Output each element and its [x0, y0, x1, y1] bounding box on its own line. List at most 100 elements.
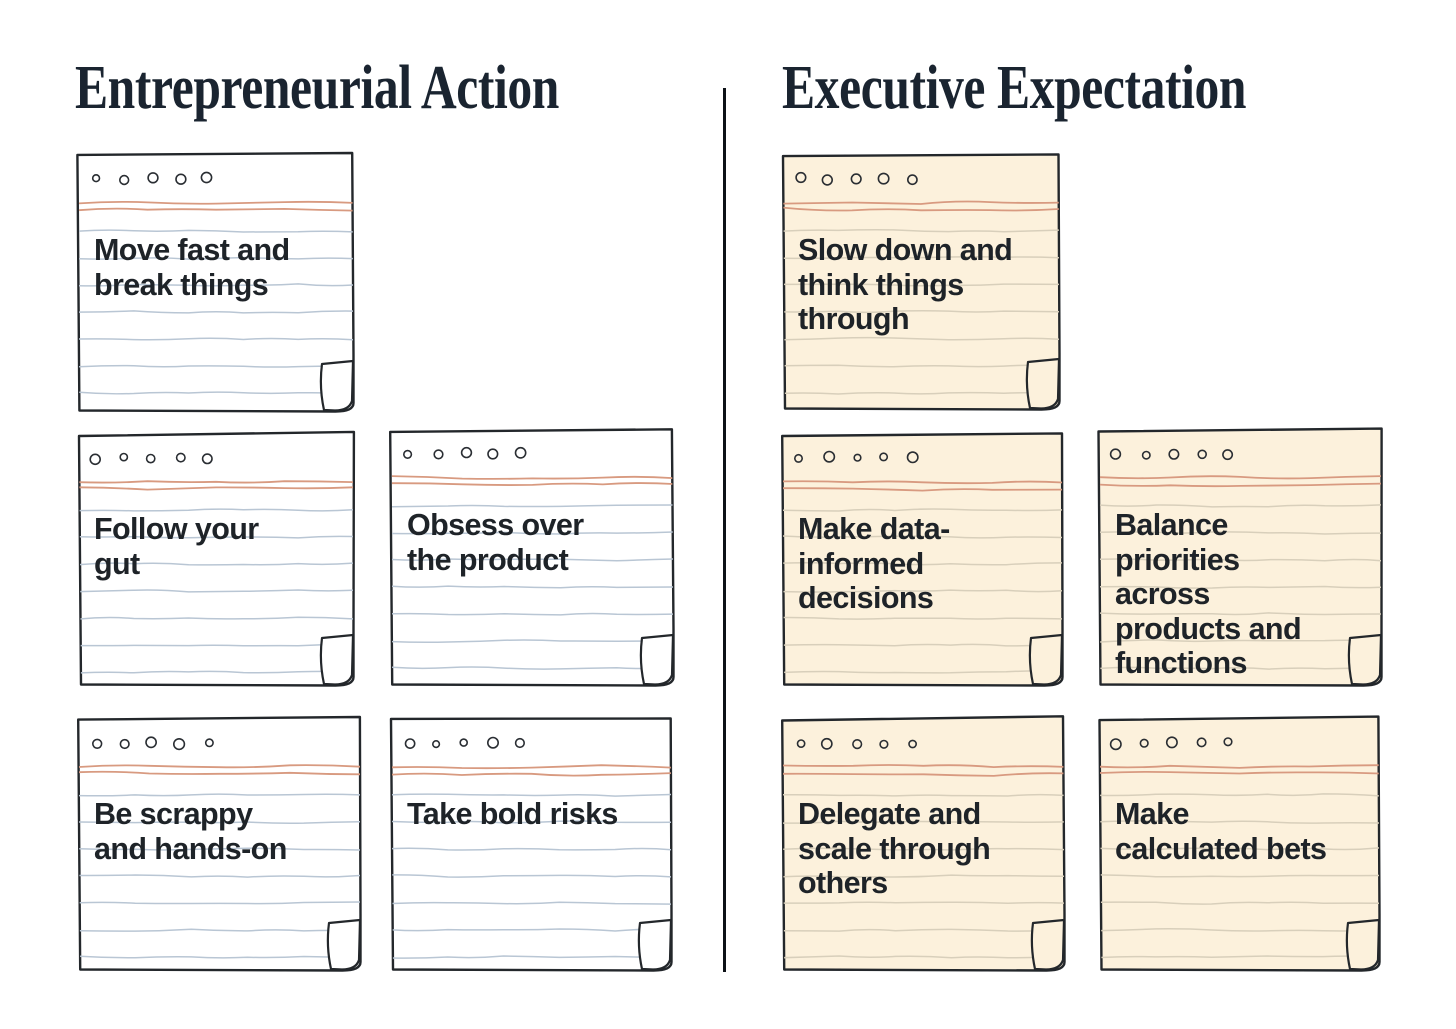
margin-rule-line [78, 207, 354, 212]
ruled-line [78, 364, 354, 368]
page-title-executive-expectation: Executive Expectation [782, 54, 1247, 122]
note-card[interactable]: Be scrappy and hands-on [77, 715, 362, 972]
note-card[interactable]: Slow down and think things through [781, 153, 1061, 411]
note-card[interactable]: Make calculated bets [1098, 715, 1381, 972]
ruled-line [78, 229, 354, 233]
folded-corner-icon [319, 633, 355, 686]
margin-rule-line [783, 200, 1060, 205]
ruled-line [78, 283, 354, 287]
ruled-line [782, 928, 1065, 932]
punch-hole-icon [1165, 736, 1178, 749]
margin-rule-line [78, 770, 361, 776]
folded-corner-icon [1028, 633, 1064, 686]
note-text: Slow down and think things through [798, 233, 1013, 336]
ruled-line [78, 874, 361, 878]
margin-rule-line [1099, 764, 1380, 769]
margin-rule-line [782, 764, 1065, 769]
ruled-line [782, 670, 1063, 674]
punch-hole-icon [906, 451, 919, 464]
folded-corner-icon [319, 359, 355, 412]
punch-hole-icon [1223, 737, 1233, 747]
ruled-line [1099, 531, 1382, 535]
note-text: Take bold risks [407, 797, 618, 831]
ruled-line [391, 585, 674, 589]
ruled-line [79, 670, 354, 674]
punch-hole-icon [1139, 738, 1149, 748]
margin-rule-line [391, 482, 674, 486]
punch-hole-icon [879, 739, 889, 749]
ruled-line [1099, 558, 1382, 562]
column-divider [723, 88, 726, 972]
ruled-line [782, 508, 1063, 512]
note-card[interactable]: Follow your gut [77, 430, 356, 687]
ruled-line [783, 364, 1060, 368]
folded-corner-icon [639, 633, 675, 686]
folded-corner-icon [1030, 918, 1066, 971]
ruled-line [783, 310, 1060, 314]
punch-hole-icon [119, 738, 130, 750]
ruled-line [391, 955, 672, 959]
punch-hole-icon [1168, 448, 1180, 460]
ruled-line [391, 558, 674, 562]
note-card[interactable]: Delegate and scale through others [781, 715, 1066, 972]
punch-hole-icon [145, 736, 157, 749]
folded-corner-icon [1025, 357, 1061, 410]
note-paper-graphic [781, 432, 1064, 687]
ruled-line [391, 901, 672, 905]
ruled-line [1099, 874, 1380, 878]
punch-hole-icon [877, 172, 890, 185]
folded-corner-icon [637, 918, 673, 971]
margin-rule-line [79, 486, 354, 491]
ruled-line [391, 820, 672, 824]
punch-hole-icon [908, 739, 917, 749]
note-card[interactable]: Balance priorities across products and f… [1097, 427, 1383, 687]
ruled-line [1099, 793, 1380, 797]
margin-rule-line [783, 206, 1060, 212]
margin-rule-line [78, 200, 354, 205]
ruled-line [783, 336, 1060, 341]
punch-hole-icon [850, 173, 862, 185]
ruled-line [79, 508, 354, 512]
note-card[interactable]: Move fast and break things [76, 151, 355, 413]
margin-rule-line [782, 772, 1065, 777]
punch-hole-icon [118, 174, 130, 186]
note-paper-graphic [781, 153, 1061, 411]
note-paper-graphic [1098, 715, 1381, 972]
punch-hole-icon [92, 738, 103, 749]
ruled-line [78, 310, 354, 314]
ruled-line [79, 535, 354, 539]
ruled-line [1099, 820, 1380, 824]
note-paper-graphic [77, 715, 362, 972]
margin-rule-line [782, 480, 1063, 485]
margin-rule-line [391, 764, 672, 770]
punch-hole-icon [431, 740, 441, 749]
folded-corner-icon [326, 918, 362, 971]
punch-hole-icon [820, 737, 833, 750]
note-card[interactable]: Take bold risks [389, 717, 673, 972]
note-paper-graphic [781, 715, 1066, 972]
ruled-line [79, 643, 354, 647]
note-card[interactable]: Obsess over the product [389, 428, 675, 687]
ruled-line [391, 504, 674, 508]
note-paper-graphic [76, 151, 355, 413]
folded-corner-icon [1345, 918, 1381, 971]
punch-hole-icon [460, 446, 473, 459]
ruled-line [391, 793, 672, 797]
ruled-line [391, 847, 672, 851]
ruled-line [1099, 666, 1382, 670]
note-paper-outline [389, 717, 673, 972]
note-text: Make calculated bets [1115, 797, 1327, 866]
punch-hole-icon [1109, 738, 1122, 751]
punch-hole-icon [823, 450, 836, 463]
ruled-line [783, 391, 1060, 395]
punch-hole-icon [433, 449, 444, 460]
page-title-entrepreneurial-action: Entrepreneurial Action [75, 54, 559, 122]
margin-rule-line [1099, 482, 1382, 488]
ruled-line [782, 847, 1065, 851]
ruled-line [391, 612, 674, 616]
ruled-line [782, 589, 1063, 593]
note-card[interactable]: Make data- informed decisions [781, 432, 1064, 687]
punch-hole-icon [201, 453, 213, 465]
ruled-line [78, 256, 354, 260]
ruled-line [1099, 612, 1382, 616]
